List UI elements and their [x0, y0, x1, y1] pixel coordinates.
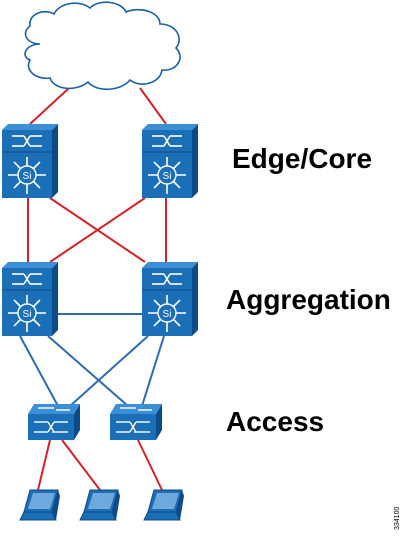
cloud-icon: [24, 1, 181, 91]
multilayer-switch-agg-left: Si: [1, 261, 59, 337]
connections: [19, 77, 167, 491]
link-access-right-laptop-3: [137, 439, 163, 491]
link-agg-left-access-left: [19, 335, 59, 407]
link-agg-right-access-left: [69, 335, 149, 407]
switch-badge: Si: [163, 309, 172, 320]
multilayer-switch-agg-right: Si: [141, 261, 199, 337]
laptop-icon: [143, 489, 185, 521]
layer-label-aggregation: Aggregation: [226, 284, 391, 315]
switch-badge: Si: [163, 171, 172, 182]
workgroup-switch-access-right: [109, 403, 163, 441]
link-agg-right-access-right: [141, 335, 165, 407]
layer-label-access: Access: [226, 406, 325, 437]
link-core-right-agg-left: [49, 197, 146, 263]
multilayer-switch-core-left: Si: [1, 123, 59, 199]
laptop-icon: [19, 489, 61, 521]
link-access-left-laptop-1: [37, 439, 51, 491]
switch-badge: Si: [23, 171, 32, 182]
laptop-icon: [79, 489, 121, 521]
link-agg-left-access-right: [47, 335, 129, 407]
switch-badge: Si: [23, 309, 32, 320]
workgroup-switch-access-left: [27, 403, 81, 441]
multilayer-switch-core-right: Si: [141, 123, 199, 199]
layer-label-edge-core: Edge/Core: [232, 143, 373, 174]
link-cloud-core-right: [139, 87, 167, 125]
link-access-left-laptop-2: [61, 439, 101, 491]
figure-id: 334100: [394, 506, 401, 530]
